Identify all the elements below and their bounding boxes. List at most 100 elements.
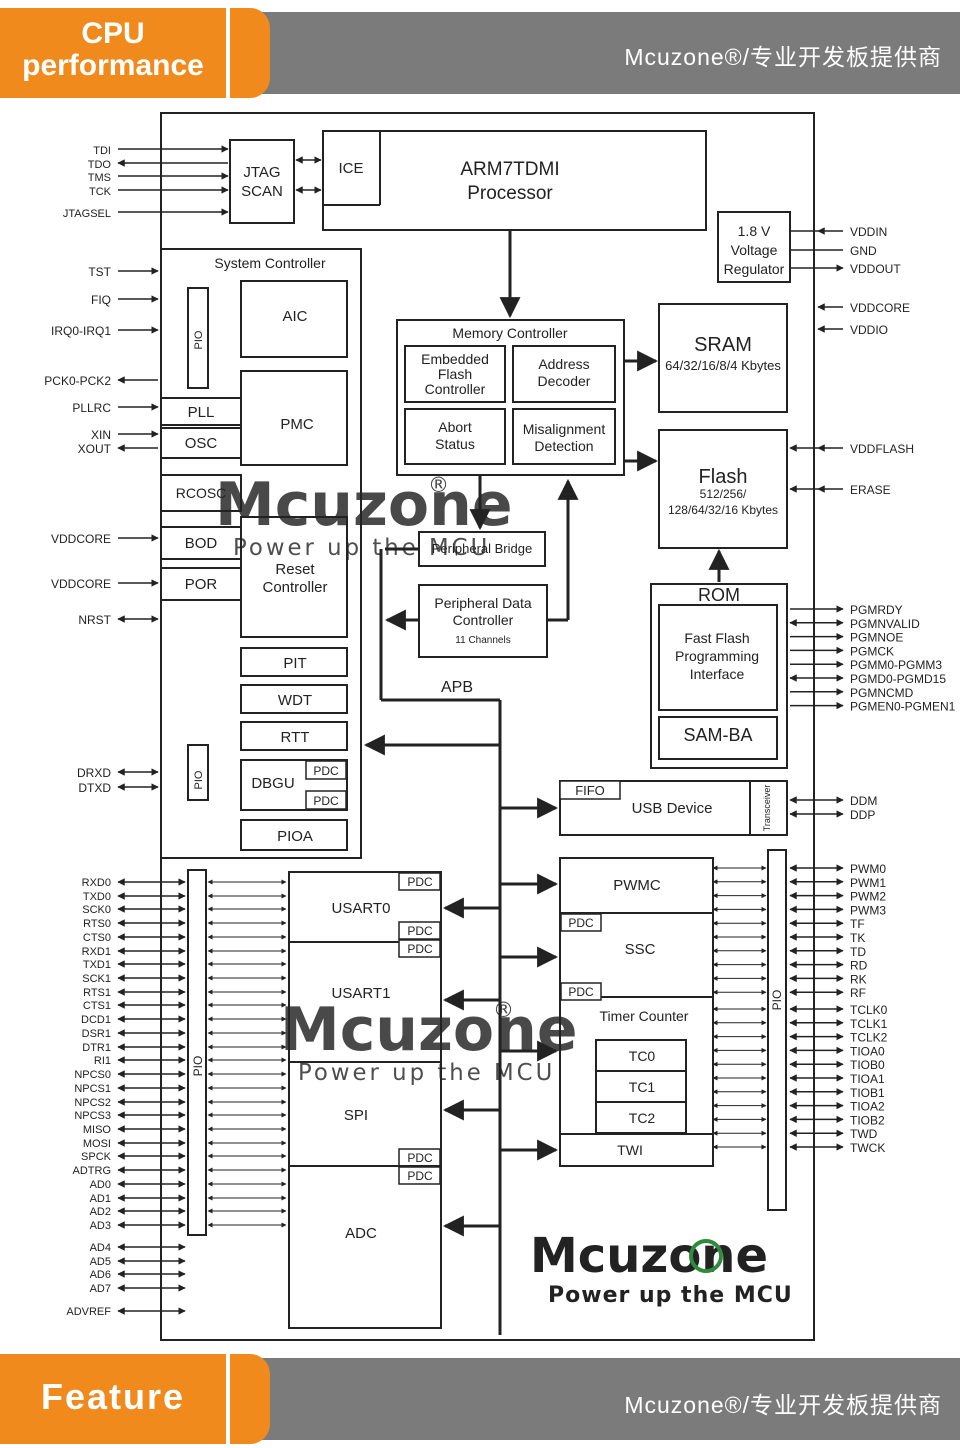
ice-block xyxy=(322,130,707,231)
adc-block xyxy=(288,1165,442,1329)
sys-signal-label: PLLRC xyxy=(72,401,111,415)
periph-left-signal-label: RXD1 xyxy=(82,946,111,958)
abort-status-label-line-2: Status xyxy=(435,436,475,452)
header-title-line2: performance xyxy=(22,49,204,82)
usb-signal-label: DDP xyxy=(850,808,875,822)
bottom-banner-bar xyxy=(230,1358,960,1440)
flash-size-1: 512/256/ xyxy=(700,487,747,501)
sram-title: SRAM xyxy=(694,334,752,356)
fifo-block xyxy=(559,780,621,800)
periph-right-signal-label: TIOB0 xyxy=(850,1058,885,1072)
tc2-block xyxy=(595,1101,687,1134)
adc-label: ADC xyxy=(345,1225,377,1242)
periph-left-signal-label: AD7 xyxy=(90,1283,111,1295)
periph-left-signal-label: TXD0 xyxy=(83,891,111,903)
sys-signal-label: FIQ xyxy=(91,293,111,307)
tc1-block xyxy=(595,1070,687,1103)
periph-left-signal-label: NPCS1 xyxy=(74,1083,111,1095)
brand-logo-power-icon xyxy=(689,1239,723,1273)
rcosc-label: RCOSC xyxy=(176,485,227,501)
periph-left-signal-label: AD4 xyxy=(90,1242,111,1254)
periph-left-signal-label: NPCS2 xyxy=(74,1097,111,1109)
wdt-label: WDT xyxy=(278,692,312,709)
spi-pdc-1-label: PDC xyxy=(407,1151,433,1165)
pgm-signal-label: PGMM0-PGMM3 xyxy=(850,658,942,672)
header-title: CPU performance xyxy=(0,18,226,82)
apb-label: APB xyxy=(441,679,473,696)
usb-device-label: USB Device xyxy=(632,800,713,817)
ice-label: ICE xyxy=(338,160,363,177)
ssc-pdc xyxy=(560,913,602,932)
aic-label: AIC xyxy=(282,308,307,325)
periph-left-signal-label: TXD1 xyxy=(83,959,111,971)
misalignment-detection-block xyxy=(512,408,616,465)
periph-left-signal-label: CTS1 xyxy=(83,1000,111,1012)
jtag-signal-label: TMS xyxy=(88,172,111,184)
top-banner-bar xyxy=(230,12,960,94)
sys-pio-top-label: PIO xyxy=(193,330,205,349)
rtt-block xyxy=(240,721,348,751)
pgm-signal-label: PGMCK xyxy=(850,644,894,658)
sys-pio-top xyxy=(187,287,209,389)
pgm-signal-label: PGMEN0-PGMEN1 xyxy=(850,700,956,714)
embedded-flash-controller-label-line-3: Controller xyxy=(425,381,486,397)
transceiver-label: Transceiver xyxy=(762,785,772,832)
jtag-scan-block xyxy=(229,139,295,224)
periph-right-signal-label: TCLK1 xyxy=(850,1017,888,1031)
fast-flash-label-line-2: Programming xyxy=(675,648,759,664)
jtag-signal-label: TDO xyxy=(88,159,112,171)
top-banner-tab xyxy=(230,8,270,98)
ssc-pdc-label: PDC xyxy=(568,916,594,930)
flash-size-2: 128/64/32/16 Kbytes xyxy=(668,503,778,517)
system-controller-title: System Controller xyxy=(214,255,326,271)
embedded-flash-controller-block xyxy=(404,345,506,403)
sam-ba-label: SAM-BA xyxy=(683,725,752,745)
periph-right-signal-label: TF xyxy=(850,917,865,931)
bod-block xyxy=(160,526,242,560)
watermark-top: Mcuzone®Power up the MCU xyxy=(215,470,513,561)
abort-status-label-line-1: Abort xyxy=(438,419,472,435)
timer-counter-label: Timer Counter xyxy=(600,1008,689,1024)
top-banner-label-bg xyxy=(0,8,226,98)
sys-signal-label: VDDCORE xyxy=(51,577,111,591)
periph-right-signal-label: TIOA1 xyxy=(850,1072,885,1086)
rcosc-block xyxy=(160,474,242,512)
embedded-flash-controller-label-line-1: Embedded xyxy=(421,351,489,367)
usart0-pdc-2 xyxy=(398,921,441,940)
periph-right-signal-label: TCLK0 xyxy=(850,1003,888,1017)
pdc-controller-line-2: Controller xyxy=(453,612,514,628)
periph-left-signal-label: RXD0 xyxy=(82,877,111,889)
pdc-controller-line-3: 11 Channels xyxy=(455,635,510,646)
dbgu-pdc-1 xyxy=(305,760,347,780)
sys-signal-label: PCK0-PCK2 xyxy=(44,374,111,388)
periph-left-signal-label: DTR1 xyxy=(82,1042,111,1054)
reset-controller-label-line-2: Controller xyxy=(262,579,327,596)
dbgu-label: DBGU xyxy=(251,775,294,792)
periph-left-signal-label: SCK1 xyxy=(82,973,111,985)
peripheral-bridge-block xyxy=(418,531,546,567)
sys-signal-label: XIN xyxy=(91,428,111,442)
wdt-block xyxy=(240,684,348,714)
power-signal-label: VDDIN xyxy=(850,225,887,239)
pgm-signal-label: PGMNVALID xyxy=(850,617,920,631)
memory-controller-title: Memory Controller xyxy=(452,325,567,341)
watermark-top-slogan: Power up the MCU xyxy=(233,535,490,561)
periph-right-signal-label: TWCK xyxy=(850,1141,885,1155)
dbgu-pdc-2 xyxy=(305,790,347,810)
processor-label-line-1: ARM7TDMI xyxy=(460,159,559,180)
sys-signal-label: IRQ0-IRQ1 xyxy=(51,324,111,338)
tc0-block xyxy=(595,1039,687,1072)
sys-signal-label: VDDCORE xyxy=(51,532,111,546)
periph-left-signal-label: MISO xyxy=(83,1124,112,1136)
por-block xyxy=(160,567,242,601)
sys-signal-label: DRXD xyxy=(77,766,111,780)
top-banner: CPU performance Mcuzone®/专业开发板提供商 xyxy=(0,8,960,98)
watermark-top-logo: Mcuzone xyxy=(215,470,513,540)
periph-right-signal-label: RD xyxy=(850,959,868,973)
peripheral-bridge-label: Peripheral Bridge xyxy=(432,541,532,556)
usart0-pdc-1 xyxy=(398,872,441,891)
usart0-pdc-2-label: PDC xyxy=(407,924,433,938)
bottom-banner-tab xyxy=(230,1354,270,1444)
periph-left-signal-label: AD5 xyxy=(90,1256,111,1268)
brand-logo-slogan: Power up the MCU xyxy=(548,1283,793,1308)
